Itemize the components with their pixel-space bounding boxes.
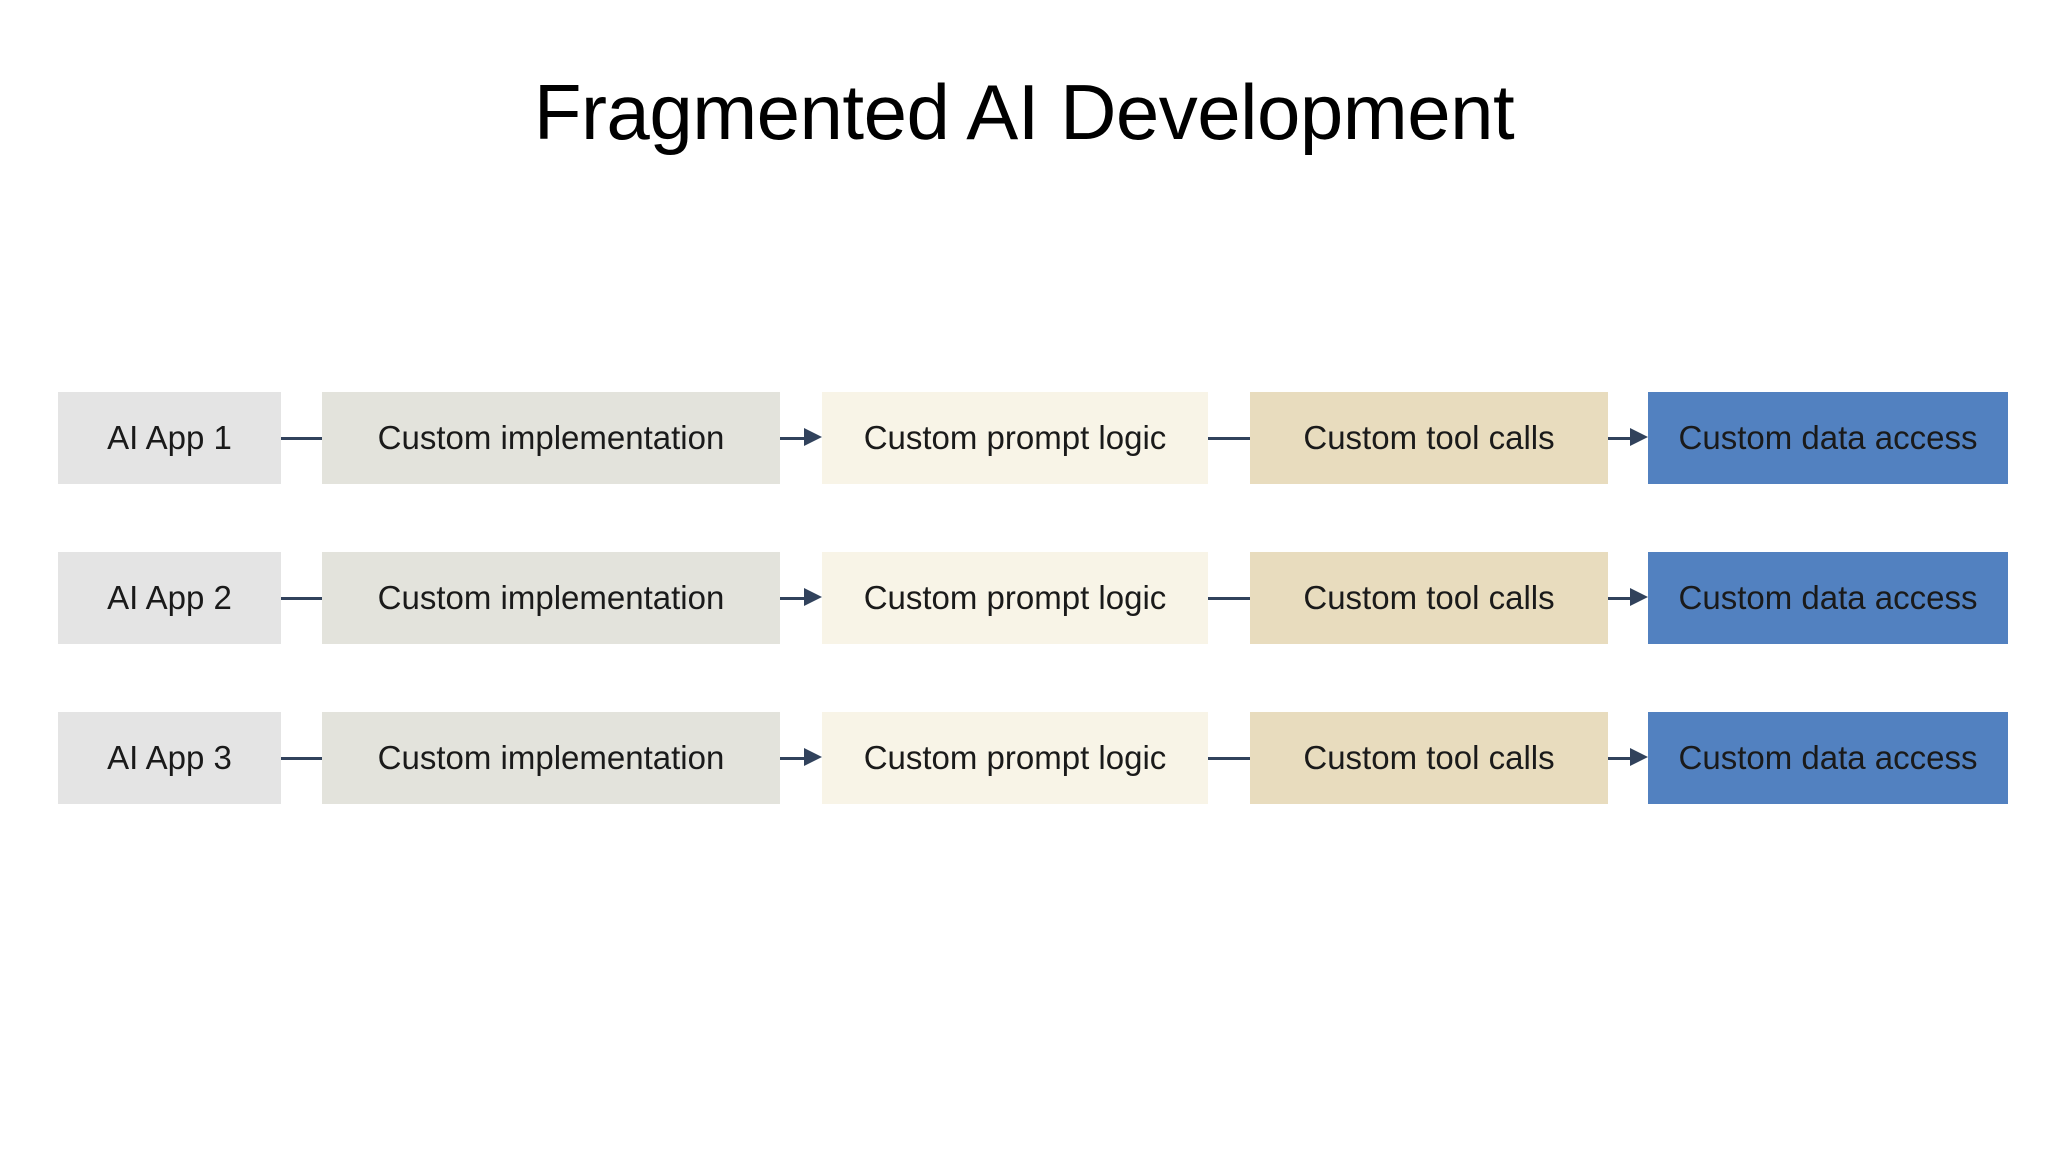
- arrowhead-icon: [1630, 748, 1648, 766]
- node-custom-implementation-2[interactable]: Custom implementation: [322, 552, 780, 644]
- node-custom-implementation-3[interactable]: Custom implementation: [322, 712, 780, 804]
- connector-line: [281, 437, 322, 440]
- node-custom-data-access-2[interactable]: Custom data access: [1648, 552, 2008, 644]
- connector-line: [1608, 757, 1632, 760]
- node-custom-tool-calls-2[interactable]: Custom tool calls: [1250, 552, 1608, 644]
- node-custom-data-access-1[interactable]: Custom data access: [1648, 392, 2008, 484]
- connector-line: [1208, 597, 1250, 600]
- connector-row1-tool-to-data: [1608, 428, 1648, 446]
- connector-line: [281, 597, 322, 600]
- connector-line: [1608, 437, 1632, 440]
- arrowhead-icon: [804, 588, 822, 606]
- connector-row2-prompt-to-tool: [1208, 594, 1250, 602]
- node-ai-app-2[interactable]: AI App 2: [58, 552, 281, 644]
- node-custom-prompt-logic-1[interactable]: Custom prompt logic: [822, 392, 1208, 484]
- arrowhead-icon: [1630, 428, 1648, 446]
- diagram-row-1: AI App 1 Custom implementation Custom pr…: [0, 392, 2048, 484]
- node-ai-app-1[interactable]: AI App 1: [58, 392, 281, 484]
- connector-row1-implementation-to-prompt: [780, 428, 822, 446]
- connector-line: [1208, 437, 1250, 440]
- diagram-row-2: AI App 2 Custom implementation Custom pr…: [0, 552, 2048, 644]
- arrowhead-icon: [1630, 588, 1648, 606]
- connector-row3-app-to-implementation: [281, 754, 322, 762]
- node-custom-tool-calls-1[interactable]: Custom tool calls: [1250, 392, 1608, 484]
- connector-line: [281, 757, 322, 760]
- connector-row3-implementation-to-prompt: [780, 748, 822, 766]
- connector-line: [1208, 757, 1250, 760]
- connector-row1-prompt-to-tool: [1208, 434, 1250, 442]
- connector-line: [780, 597, 806, 600]
- connector-row3-tool-to-data: [1608, 748, 1648, 766]
- connector-row2-tool-to-data: [1608, 588, 1648, 606]
- connector-line: [1608, 597, 1632, 600]
- node-custom-tool-calls-3[interactable]: Custom tool calls: [1250, 712, 1608, 804]
- connector-row2-implementation-to-prompt: [780, 588, 822, 606]
- node-custom-prompt-logic-3[interactable]: Custom prompt logic: [822, 712, 1208, 804]
- node-custom-data-access-3[interactable]: Custom data access: [1648, 712, 2008, 804]
- connector-row1-app-to-implementation: [281, 434, 322, 442]
- connector-line: [780, 757, 806, 760]
- diagram-row-3: AI App 3 Custom implementation Custom pr…: [0, 712, 2048, 804]
- node-custom-implementation-1[interactable]: Custom implementation: [322, 392, 780, 484]
- arrowhead-icon: [804, 428, 822, 446]
- node-custom-prompt-logic-2[interactable]: Custom prompt logic: [822, 552, 1208, 644]
- page-title: Fragmented AI Development: [533, 68, 1515, 156]
- connector-row3-prompt-to-tool: [1208, 754, 1250, 762]
- arrowhead-icon: [804, 748, 822, 766]
- connector-line: [780, 437, 806, 440]
- node-ai-app-3[interactable]: AI App 3: [58, 712, 281, 804]
- connector-row2-app-to-implementation: [281, 594, 322, 602]
